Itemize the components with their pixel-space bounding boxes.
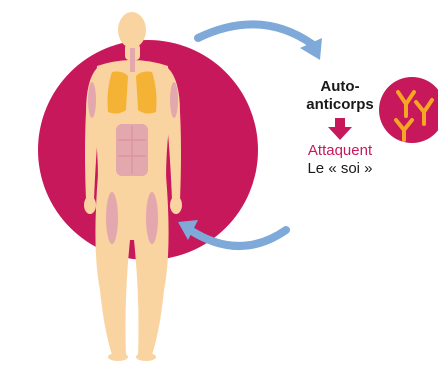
caption: Auto- anticorps Attaquent Le « soi » <box>270 78 410 178</box>
cycle-arrow-icon <box>198 24 322 60</box>
target-label: Le « soi » <box>270 160 410 178</box>
title-line2: anticorps <box>270 96 410 114</box>
down-arrow-icon <box>328 118 352 140</box>
action-label: Attaquent <box>270 142 410 160</box>
title-line1: Auto- <box>270 78 410 96</box>
